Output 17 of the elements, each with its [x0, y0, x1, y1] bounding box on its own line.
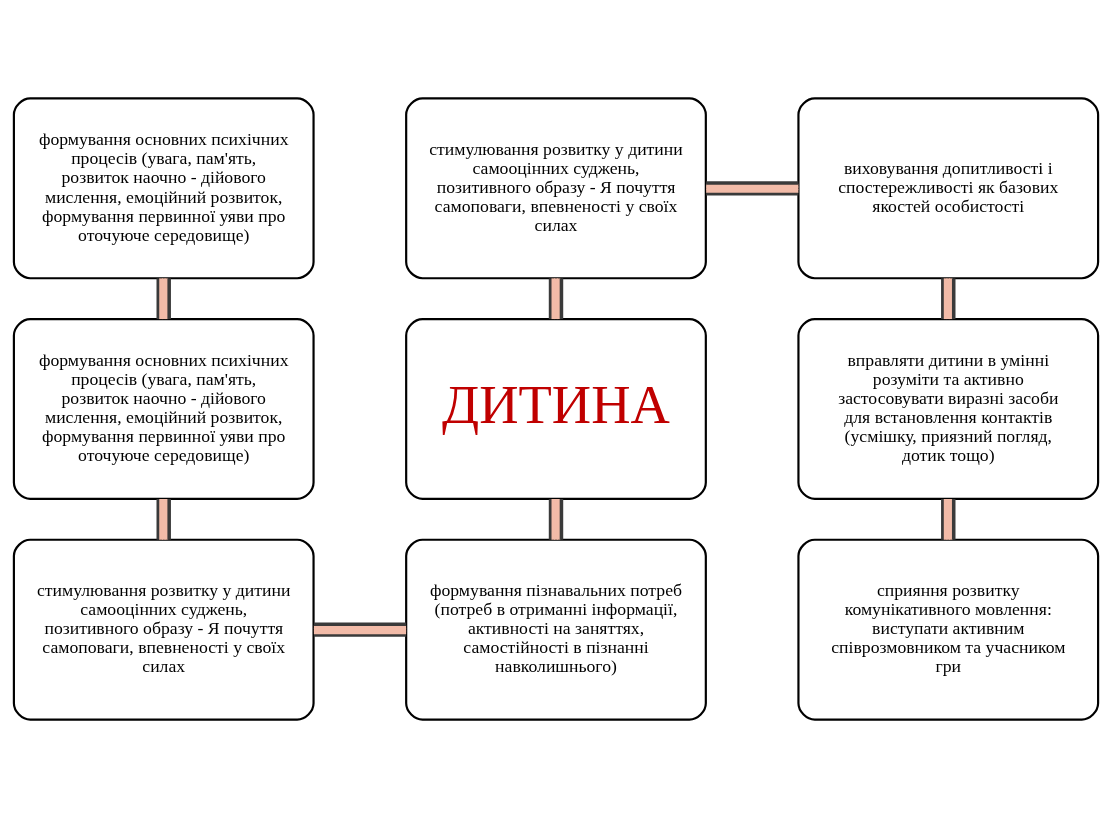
node-box: формування основних психічних процесів (увага, пам'ять, розвиток наочно - дійового мислення, емоційний розвиток, формування первинної уяви про оточуюче середовище): [12, 96, 315, 279]
connector: [706, 180, 799, 196]
connector: [941, 277, 956, 319]
connector: [548, 277, 564, 319]
connector: [548, 498, 564, 540]
node-box: формування основних психічних процесів (увага, пам'ять, розвиток наочно - дійового мислення, емоційний розвиток, формування первинної уяви про оточуюче середовище): [12, 317, 315, 500]
node-box: формування пізнавальних потреб (потреб в отриманні інформації, активності на заняттях, самостійності в пізнанні навколишнього): [405, 538, 707, 721]
node-box: ДИТИНА: [405, 317, 707, 500]
connector: [156, 498, 171, 540]
node-box: сприяння розвитку комунікативного мовлення: виступати активним співрозмовником та учасником гри: [797, 538, 1100, 721]
connector: [941, 498, 956, 540]
connector: [313, 621, 407, 637]
connector: [156, 277, 171, 319]
node-box: стимулювання розвитку у дитини самооцінних суджень, позитивного образу - Я почуття самоповаги, впевненості у своїх силах: [12, 538, 315, 721]
node-box: виховування допитливості і спостережливості як базових якостей особистості: [797, 96, 1100, 279]
node-box: вправляти дитини в умінні розуміти та активно застосовувати виразні засоби для встановлення контактів (усмішку, приязний погляд, дотик тощо): [797, 317, 1100, 500]
node-box: стимулювання розвитку у дитини самооцінних суджень, позитивного образу - Я почуття самоповаги, впевненості у своїх силах: [405, 96, 707, 279]
